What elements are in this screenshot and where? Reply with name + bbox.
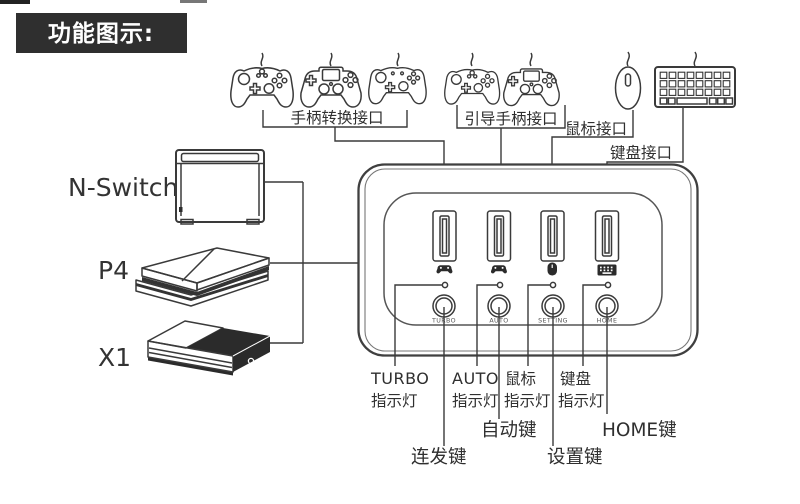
callout-line [394,284,442,366]
label-nswitch: N-Switch [68,173,178,202]
label-home-key: HOME键 [602,420,677,441]
top-edge-mark [0,0,30,4]
port-mouse-icon [547,262,557,276]
xbox-controller-icon [444,52,501,105]
label-guide-controller-port: 引导手柄接口 [456,105,566,212]
usb-port-2 [486,210,512,262]
usb-port-1 [432,210,457,262]
p4-console [135,247,270,307]
xbox-controller-icon [230,52,294,108]
callout-line [527,284,550,366]
keyboard-led-label-line2: 指示灯 [558,392,605,410]
label-p4: P4 [98,256,129,285]
label-x1: X1 [98,343,131,372]
mouse-led-label-line1: 鼠标 [505,370,536,388]
keyboard-port-label: 键盘接口 [610,143,672,162]
label-setting-key: 设置键 [547,447,603,468]
usb-port-4 [594,210,620,262]
device-face-panel [383,192,663,326]
nswitch-console [175,149,265,225]
page-title: 功能图示: [48,20,154,47]
ps4-controller-icon [503,52,560,107]
keyboard-icon [654,51,736,108]
turbo-led-label-line2: 指示灯 [371,392,418,410]
label-auto-led: AUTO 指示灯 [452,369,499,410]
switch-pro-controller-icon [368,52,427,105]
title-box: 功能图示: [16,13,187,53]
label-keyboard-led: 键盘 指示灯 [558,369,605,410]
callout-line [476,284,497,366]
top-edge-mark [180,0,207,3]
controller-convert-port-label: 手柄转换接口 [290,109,383,127]
turbo-led-label-line1: TURBO [370,369,429,388]
guide-controller-port-label: 引导手柄接口 [464,110,557,128]
keyboard-led-label-line1: 键盘 [560,369,591,388]
console-connection-lines [264,181,358,344]
ps4-controller-icon [300,52,362,108]
led-indicators [394,281,612,366]
label-mouse-led: 鼠标 指示灯 [504,370,551,410]
x1-console [147,320,271,376]
mouse-icon [614,51,642,110]
port-keyboard-icon [597,264,617,276]
auto-led-label-line1: AUTO [452,369,499,388]
auto-led-label-line2: 指示灯 [452,392,499,410]
callout-line [582,284,605,366]
usb-port-3 [540,210,565,262]
label-turbo-key: 连发键 [411,447,467,468]
label-auto-key: 自动键 [481,420,537,441]
mouse-led-label-line2: 指示灯 [504,392,551,410]
label-turbo-led: TURBO 指示灯 [370,369,429,410]
mouse-port-label: 鼠标接口 [565,120,627,138]
